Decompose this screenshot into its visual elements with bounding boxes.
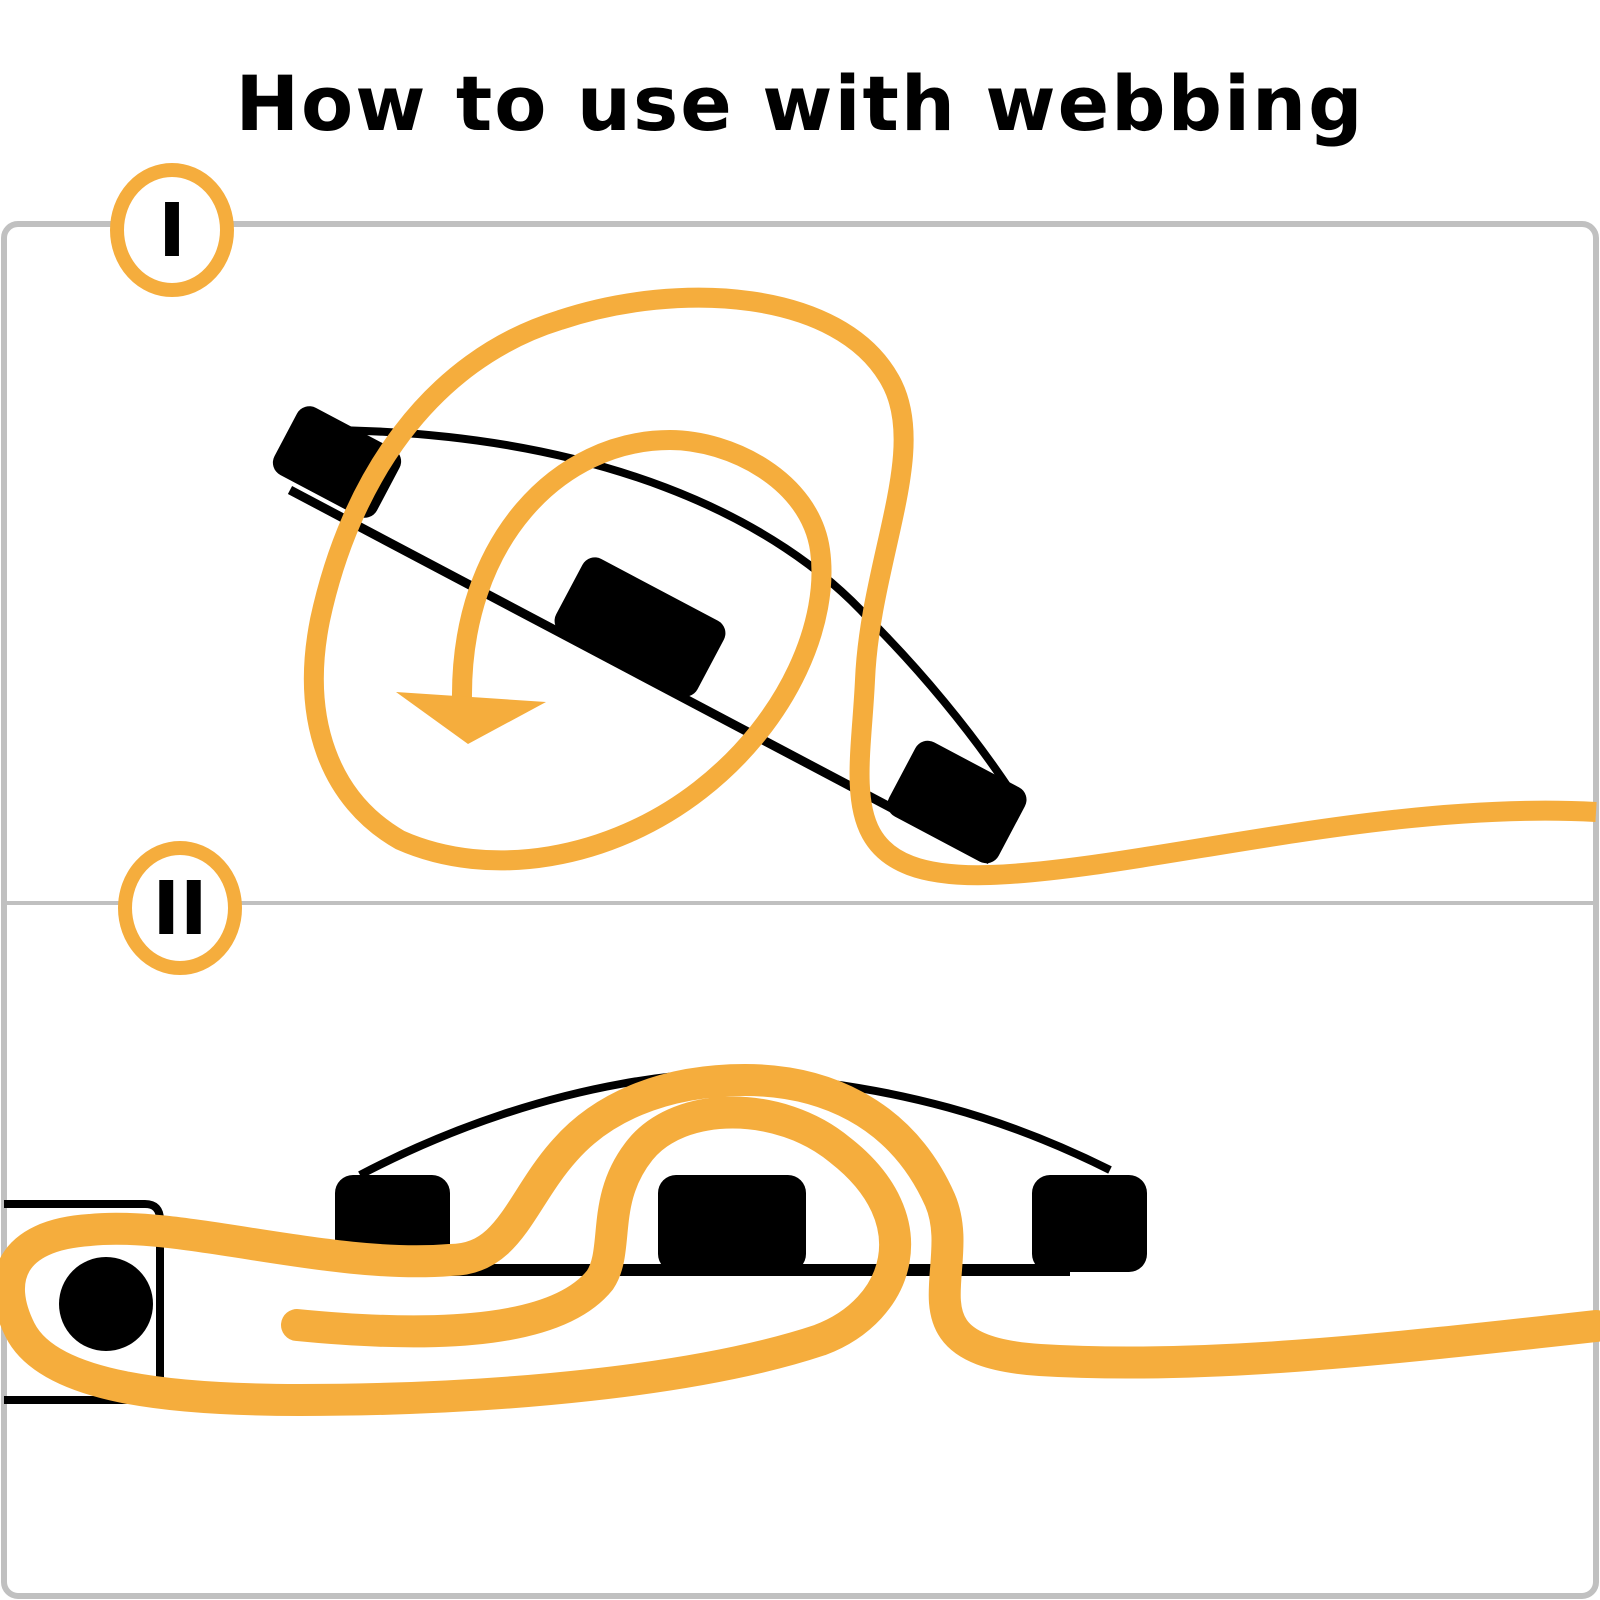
page-title: How to use with webbing [235,59,1365,148]
buckle-block-middle [554,557,726,697]
step-1-label: I [158,188,186,274]
buckle-block-middle [658,1175,806,1272]
step-2-label: II [152,866,207,952]
webbing-strap [304,287,1597,886]
direction-arrow-icon [396,692,546,744]
step-2-illustration [0,1064,1600,1416]
buckle-block-right [887,740,1027,864]
instruction-frame [1,221,1599,1599]
step-1-badge: I [110,163,234,297]
step-1-illustration [272,287,1597,886]
buckle-block-right [1032,1175,1147,1272]
buckle-base-bar [287,486,993,864]
anchor-post [59,1257,153,1351]
webbing-strap [0,1064,1600,1416]
step-2-badge: II [118,841,242,975]
